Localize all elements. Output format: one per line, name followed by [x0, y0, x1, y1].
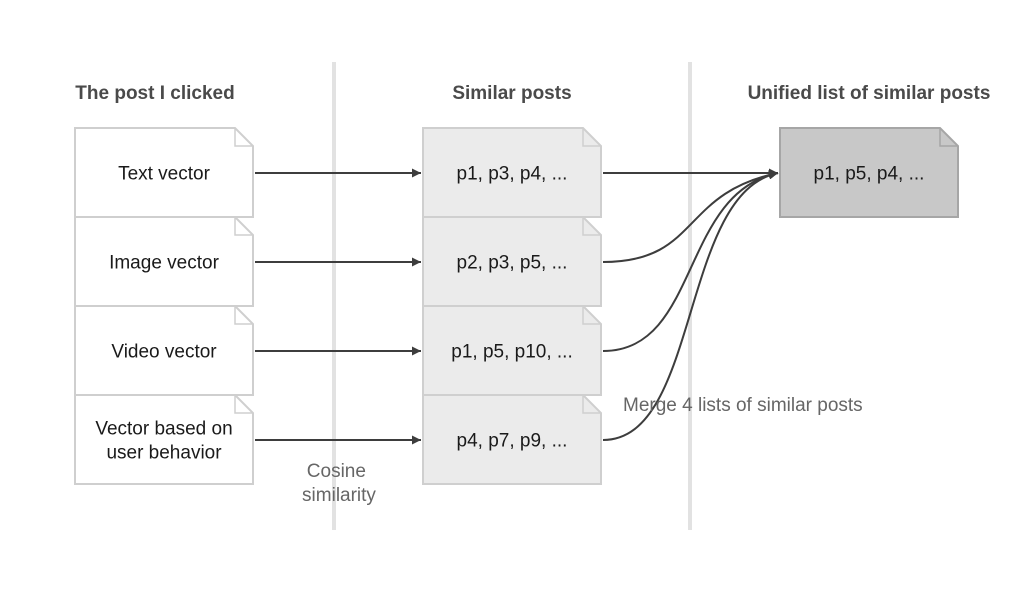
similar-list-document-3: p1, p5, p10, ...	[422, 305, 602, 396]
arrows	[255, 168, 779, 445]
similar-list-document-4-fold	[582, 395, 601, 414]
similar-list-document-1: p1, p3, p4, ...	[422, 127, 602, 218]
similar-list-document-4-shape	[422, 394, 602, 485]
similar-list-document-4-label: p4, p7, p9, ...	[457, 431, 568, 452]
merge-arrow-4	[602, 170, 779, 441]
similar-list-document-1-label: p1, p3, p4, ...	[457, 164, 568, 185]
cosine-annotation-line-2: similarity	[302, 485, 376, 506]
vector-document-2-label: Image vector	[109, 253, 219, 274]
similar-list-document-2: p2, p3, p5, ...	[422, 216, 602, 307]
vector-document-1: Text vector	[74, 127, 254, 218]
similar-list-document-1-shape	[422, 127, 602, 218]
similar-list-document-4: p4, p7, p9, ...	[422, 394, 602, 485]
vector-document-4-fold	[234, 395, 253, 414]
unified-list-document: p1, p5, p4, ...	[779, 127, 959, 218]
similar-list-document-2-fold	[582, 217, 601, 236]
vector-document-3-fold	[234, 306, 253, 325]
similar-list-document-2-label: p2, p3, p5, ...	[457, 253, 568, 274]
vector-document-1-label: Text vector	[118, 164, 211, 185]
vector-document-4: Vector based on user behavior	[74, 394, 254, 485]
unified-list-doc-shape	[779, 127, 959, 218]
merge-arrow-2	[602, 170, 779, 263]
vector-document-2-shape	[74, 216, 254, 307]
vector-document-3-shape	[74, 305, 254, 396]
heading-unified-list: Unified list of similar posts	[748, 83, 991, 104]
merge-arrow-3	[602, 170, 779, 352]
similar-list-document-2-shape	[422, 216, 602, 307]
heading-source-post: The post I clicked	[75, 83, 234, 104]
vector-document-1-fold	[234, 128, 253, 147]
vector-document-2: Image vector	[74, 216, 254, 307]
unified-list-doc-fold	[939, 128, 958, 147]
similar-list-document-1-fold	[582, 128, 601, 147]
unified-list-doc: p1, p5, p4, ...	[779, 127, 959, 218]
vector-document-2-fold	[234, 217, 253, 236]
unified-list-doc-label: p1, p5, p4, ...	[814, 164, 925, 185]
vector-document-4-label: Vector based on user behavior	[95, 419, 232, 464]
vector-document-3: Video vector	[74, 305, 254, 396]
vector-document-4-label-line: Vector based on	[95, 419, 232, 440]
vector-document-3-label: Video vector	[111, 342, 217, 363]
vector-document-1-shape	[74, 127, 254, 218]
similar-list-document-3-shape	[422, 305, 602, 396]
merge-annotation: Merge 4 lists of similar posts	[623, 395, 863, 416]
similar-list-document-3-label: p1, p5, p10, ...	[451, 342, 572, 363]
vector-document-4-shape	[74, 394, 254, 485]
similar-post-documents: p1, p3, p4, ... p2, p3, p5, ... p1, p5, p1…	[422, 127, 602, 485]
cosine-similarity-annotation: Cosine similarity	[302, 461, 376, 506]
similar-list-document-3-fold	[582, 306, 601, 325]
heading-similar-posts: Similar posts	[452, 83, 571, 104]
vector-document-4-label-line: user behavior	[106, 443, 222, 464]
cosine-annotation-line-1: Cosine	[307, 461, 366, 482]
